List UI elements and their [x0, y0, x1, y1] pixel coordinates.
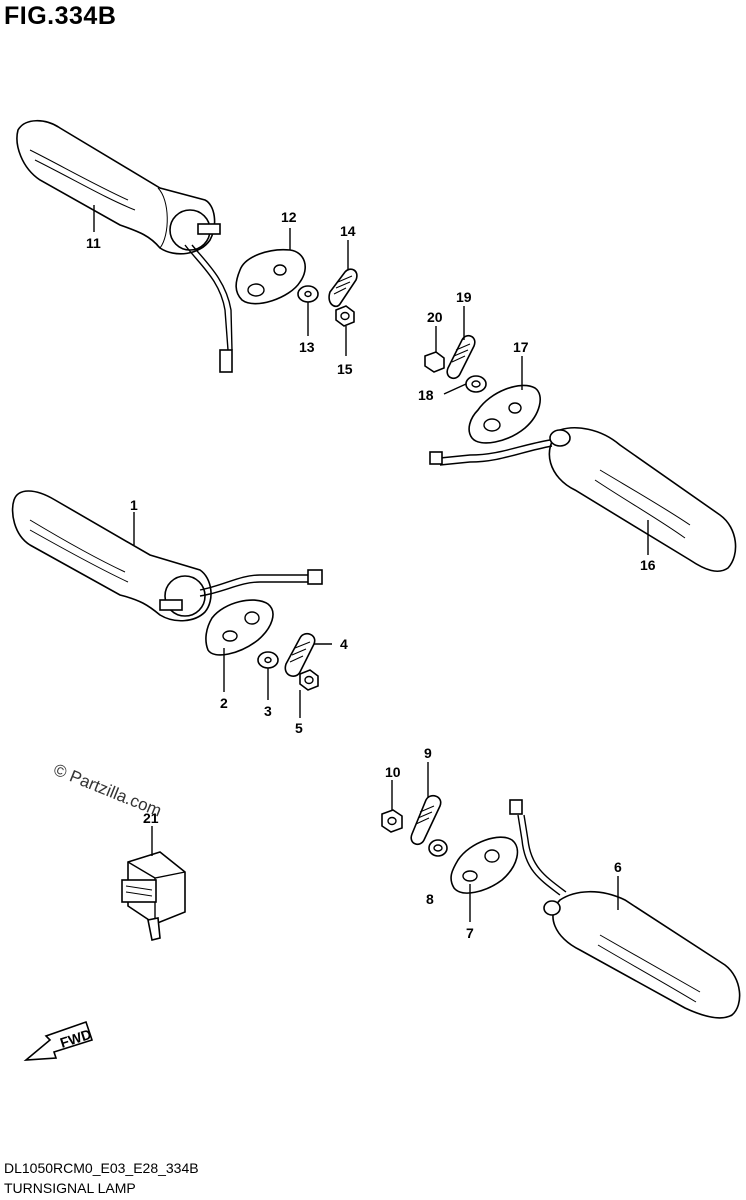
turnsignal-lamp-16	[429, 427, 737, 572]
gasket-7	[450, 836, 519, 894]
figure-name: TURNSIGNAL LAMP	[4, 1180, 136, 1196]
callout-8: 8	[426, 891, 434, 907]
callout-6: 6	[614, 859, 622, 875]
callout-17: 17	[513, 339, 529, 355]
gasket-2	[205, 599, 274, 656]
washer-13	[297, 285, 319, 303]
figure-code: DL1050RCM0_E03_E28_334B	[4, 1160, 199, 1176]
clip-14	[328, 268, 358, 308]
callout-16: 16	[640, 557, 656, 573]
callout-4: 4	[340, 636, 348, 652]
collar-8	[428, 839, 448, 857]
callout-9: 9	[424, 745, 432, 761]
turnsignal-lamp-1	[11, 490, 323, 622]
gasket-17	[468, 384, 541, 444]
fwd-arrow: FWD	[23, 1020, 93, 1061]
collar-18	[465, 375, 487, 393]
clip-19	[446, 334, 476, 380]
nut-15	[335, 305, 355, 327]
callout-10: 10	[385, 764, 401, 780]
clip-9	[410, 794, 442, 846]
callout-18: 18	[418, 387, 434, 403]
figure-title: FIG.334B	[4, 2, 117, 30]
callout-20: 20	[427, 309, 443, 325]
callout-5: 5	[295, 720, 303, 736]
callout-1: 1	[130, 497, 138, 513]
callout-21: 21	[143, 810, 159, 826]
turnsignal-lamp-11	[16, 119, 233, 373]
callout-15: 15	[337, 361, 353, 377]
nut-10	[381, 809, 403, 833]
nut-20	[424, 351, 445, 373]
callout-labels: 11 12 13 14 15 19 20 17 18 16 1 2 3 4 5 …	[86, 209, 656, 941]
gasket-12	[235, 248, 306, 305]
leader-lines	[93, 205, 649, 922]
turnsignal-lamp-6	[509, 799, 741, 1019]
callout-7: 7	[466, 925, 474, 941]
washer-3	[257, 651, 279, 669]
callout-11: 11	[86, 235, 101, 251]
callout-2: 2	[220, 695, 228, 711]
callout-12: 12	[281, 209, 297, 225]
nut-5	[299, 669, 319, 691]
callout-14: 14	[340, 223, 356, 239]
callout-13: 13	[299, 339, 315, 355]
relay-21	[121, 851, 186, 941]
callout-3: 3	[264, 703, 272, 719]
callout-19: 19	[456, 289, 472, 305]
